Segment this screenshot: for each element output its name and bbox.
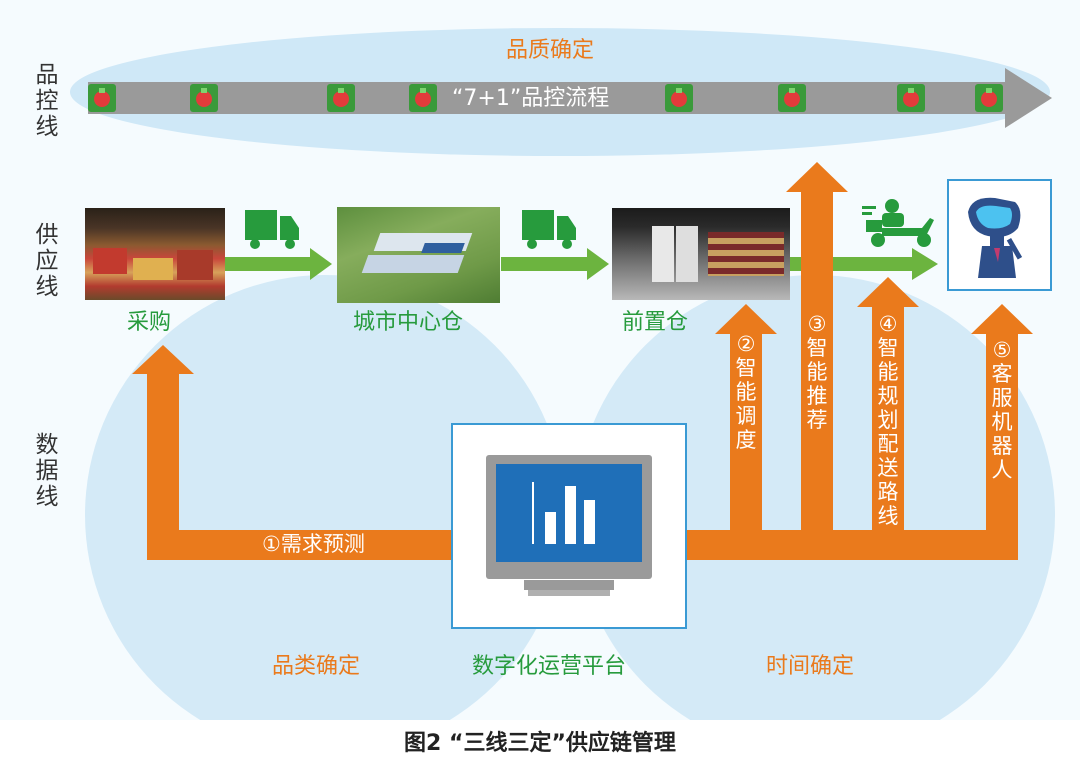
checkpoint-icon (88, 84, 116, 112)
figure-caption: 图2 “三线三定”供应链管理 (0, 722, 1080, 765)
node-city-warehouse-label: 城市中心仓 (353, 310, 464, 335)
lane-label-supply: 供应线 (35, 222, 59, 300)
step-3-number: ③ (807, 312, 827, 336)
front-warehouse-interior-image (612, 208, 790, 300)
truck-icon (245, 210, 299, 249)
arrow-head-1 (132, 345, 194, 374)
quality-process-label: “7+1”品控流程 (452, 86, 610, 111)
step-4-label: 智能规划配送路线 (877, 336, 899, 528)
checkpoint-icon (327, 84, 355, 112)
arrow-stem-1 (147, 372, 179, 560)
purchase-market-image (85, 208, 225, 300)
step-2-number: ② (736, 332, 756, 356)
checkpoint-icon (778, 84, 806, 112)
truck-icon (522, 210, 576, 249)
supply-arrow-2 (501, 248, 609, 280)
scooter-delivery-icon (862, 199, 934, 247)
platform-monitor (451, 423, 687, 629)
step-5-label: 客服机器人 (991, 362, 1013, 482)
platform-label: 数字化运营平台 (472, 654, 627, 679)
checkpoint-icon (409, 84, 437, 112)
time-label: 时间确定 (766, 654, 855, 679)
arrow-head-4 (857, 277, 919, 307)
diagram-canvas (70, 28, 1055, 720)
arrow-stem-5 (986, 332, 1018, 560)
step-4-number: ④ (878, 312, 898, 336)
lane-label-quality: 品控线 (35, 62, 59, 140)
data-flow-arrows (132, 162, 1033, 560)
robot-icon (968, 197, 1023, 278)
supply-arrow-1 (224, 248, 332, 280)
quality-process-arrow (88, 68, 1052, 128)
node-purchase-label: 采购 (127, 310, 172, 335)
city-warehouse-aerial-image (337, 207, 500, 303)
arrow-stem-2 (730, 332, 762, 560)
category-label: 品类确定 (272, 654, 361, 679)
node-front-warehouse-label: 前置仓 (622, 310, 689, 335)
arrow-head-3 (786, 162, 848, 192)
lane-label-data: 数据线 (35, 432, 59, 510)
left-data-circle (85, 275, 565, 720)
step-3-label: 智能推荐 (806, 336, 828, 432)
quality-title: 品质确定 (506, 38, 595, 63)
arrow-head-2 (715, 304, 777, 334)
arrow-stem-4 (872, 305, 904, 560)
checkpoint-icon (190, 84, 218, 112)
checkpoint-icon (665, 84, 693, 112)
quality-checkpoints (88, 84, 1003, 112)
step-5-number: ⑤ (992, 338, 1012, 362)
data-bar-left (147, 530, 452, 560)
step-2-label: 智能调度 (735, 356, 757, 452)
bar-chart-icon (532, 482, 595, 544)
robot-panel (947, 179, 1052, 291)
checkpoint-icon (975, 84, 1003, 112)
arrow-head-5 (971, 304, 1033, 334)
checkpoint-icon (897, 84, 925, 112)
arrow-stem-3 (801, 190, 833, 560)
step-1-label: ①需求预测 (262, 532, 365, 556)
